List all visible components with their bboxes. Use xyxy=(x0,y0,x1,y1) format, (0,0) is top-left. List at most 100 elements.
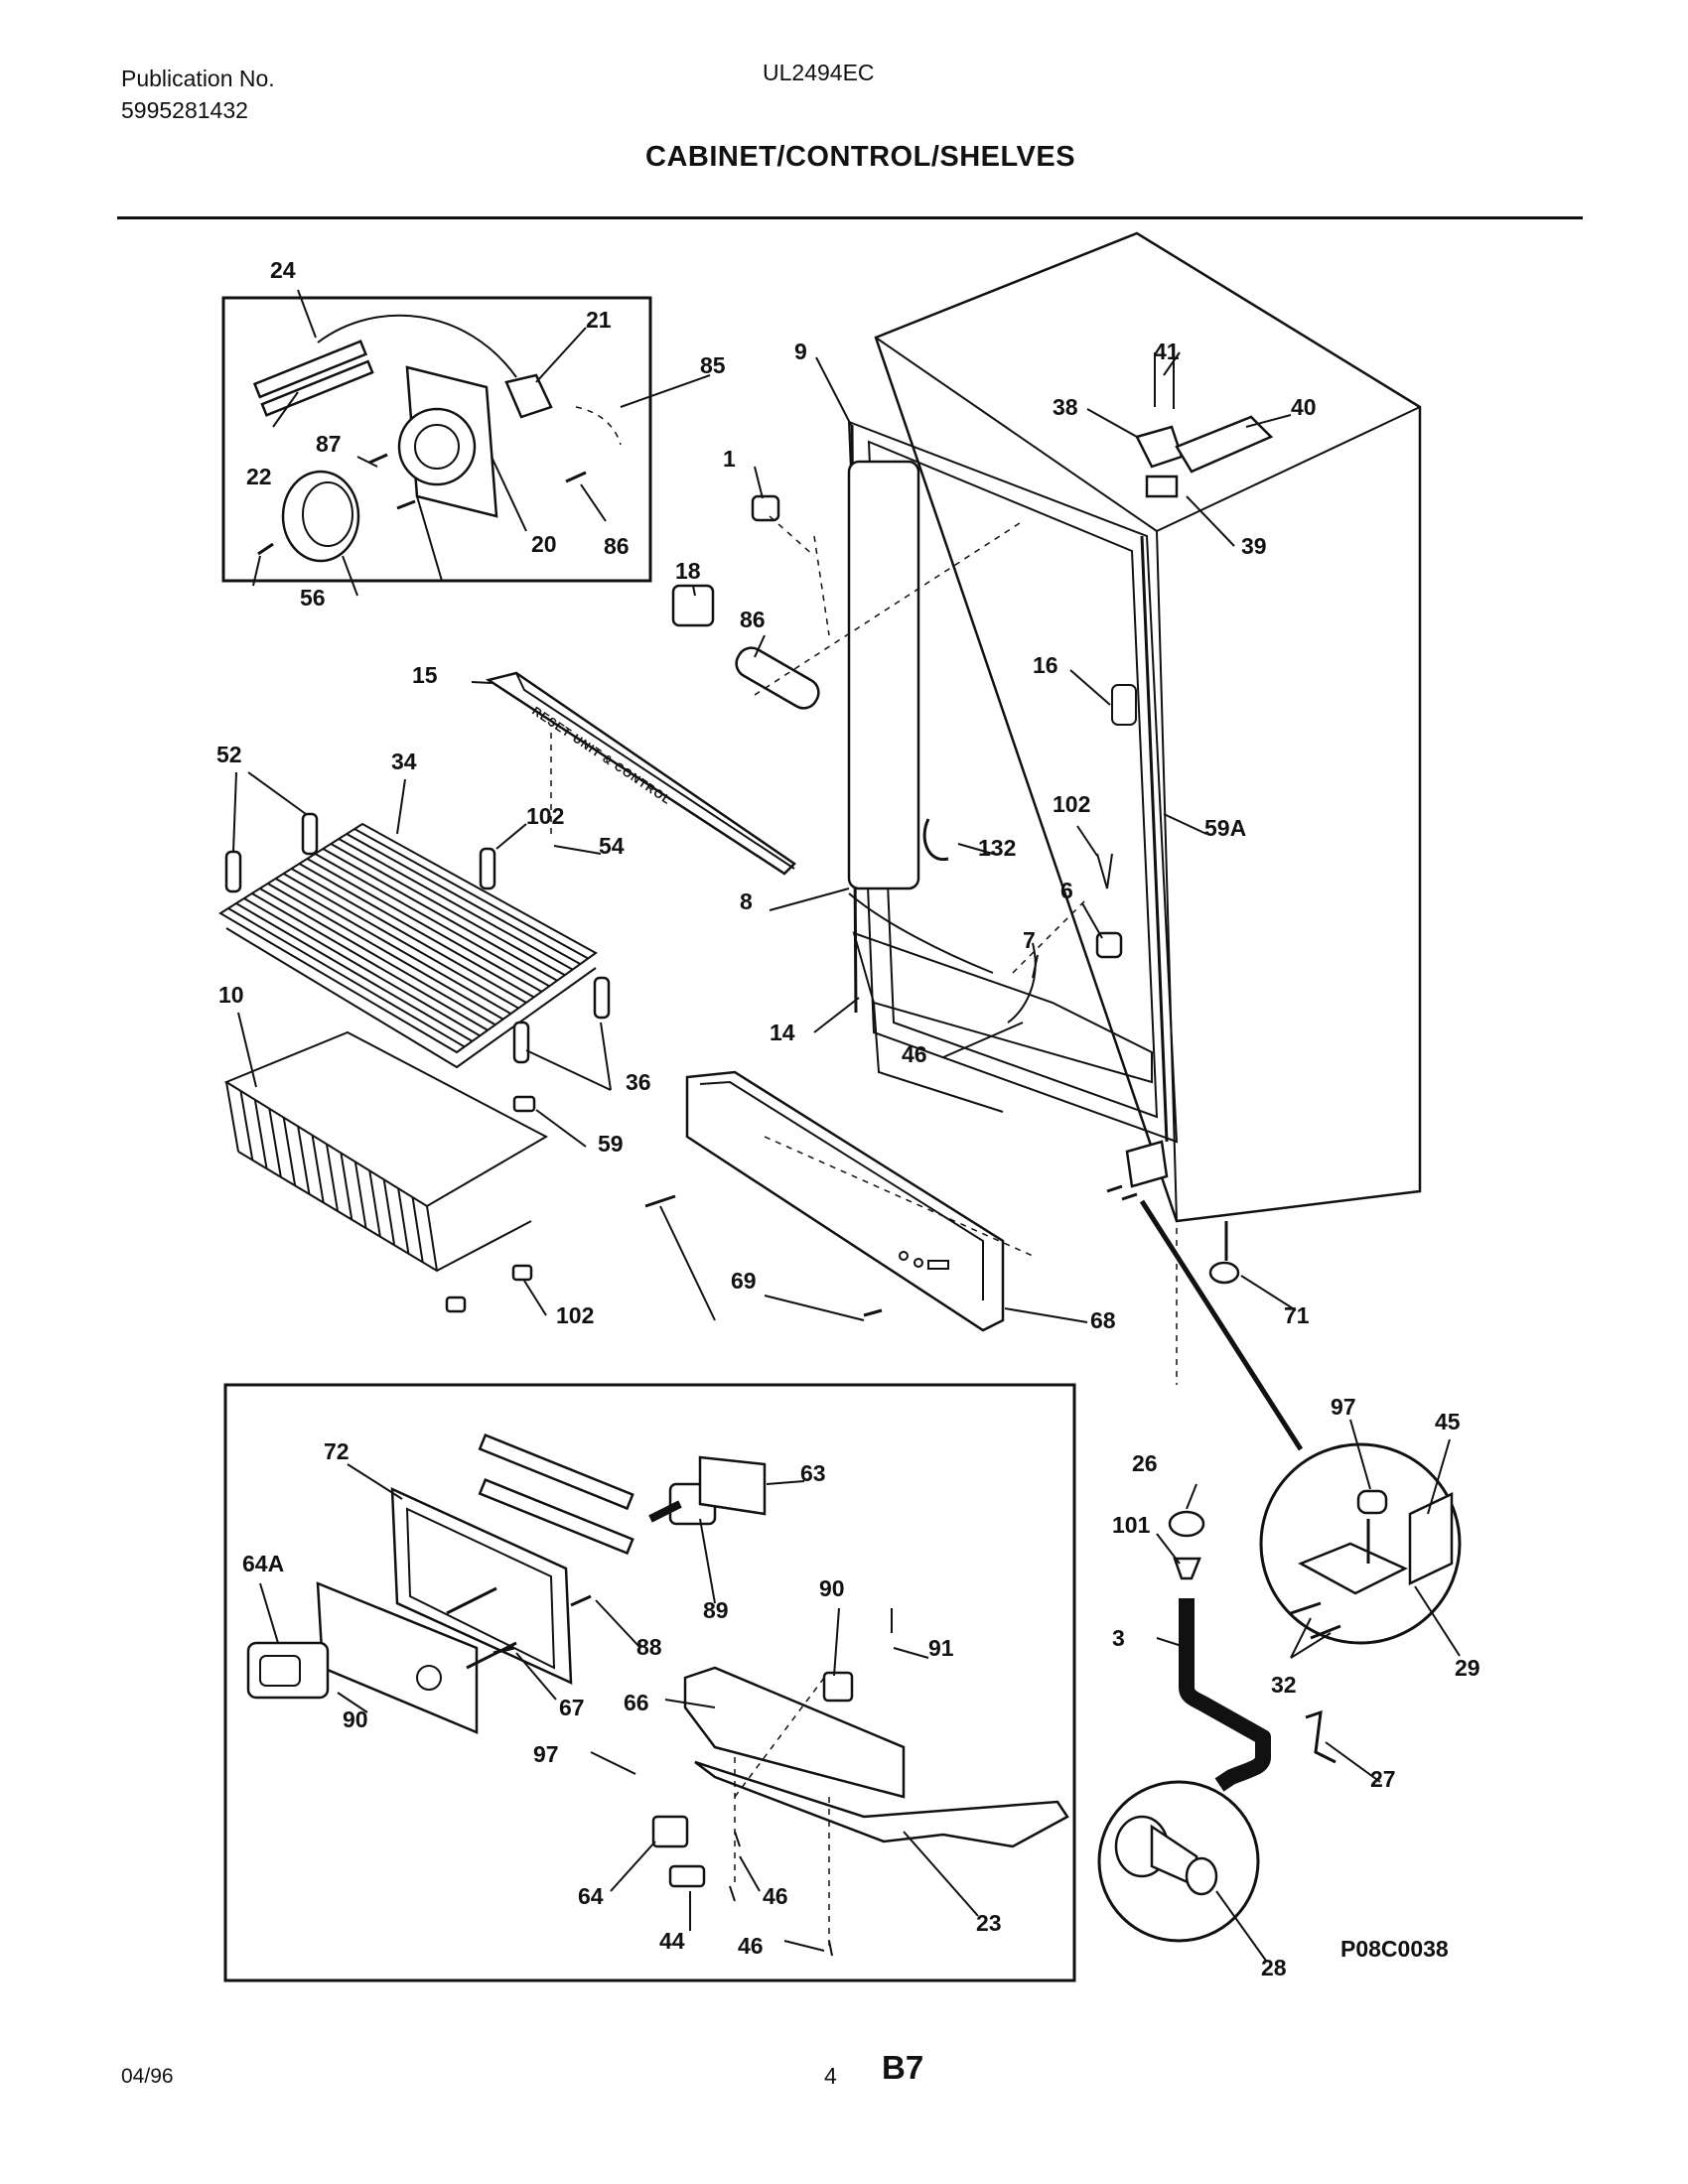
callout-87: 87 xyxy=(316,431,342,457)
shelf-wire xyxy=(330,843,566,977)
callout-18: 18 xyxy=(675,558,701,584)
shelf-wire xyxy=(259,887,496,1026)
callout-20: 20 xyxy=(531,531,557,557)
shelf-wire xyxy=(346,833,581,965)
callout-54: 54 xyxy=(599,833,625,859)
callout-71: 71 xyxy=(1284,1302,1310,1328)
control-inset xyxy=(223,1383,1076,1982)
callout-15: 15 xyxy=(412,662,438,688)
basket-wire xyxy=(311,1135,325,1203)
callout-56: 56 xyxy=(300,585,326,611)
callout-16: 16 xyxy=(1033,652,1058,678)
publication-date: 04/96 xyxy=(121,2065,174,2088)
page-number: 4 xyxy=(824,2063,837,2089)
callout-97: 97 xyxy=(1331,1394,1356,1420)
basket-wire xyxy=(282,1117,297,1186)
callout-10: 10 xyxy=(218,982,244,1008)
callout-102: 102 xyxy=(556,1302,594,1328)
callout-64A: 64A xyxy=(242,1551,284,1576)
callout-69: 69 xyxy=(731,1268,757,1294)
callout-46: 46 xyxy=(763,1883,788,1909)
callout-45: 45 xyxy=(1435,1409,1461,1434)
callout-67: 67 xyxy=(559,1695,585,1720)
callout-40: 40 xyxy=(1291,394,1317,420)
basket-wire xyxy=(382,1179,396,1246)
callout-64: 64 xyxy=(578,1883,604,1909)
shelf-wire xyxy=(251,892,489,1031)
callout-32: 32 xyxy=(1271,1672,1297,1698)
shelf-wire xyxy=(322,848,558,982)
callout-22: 22 xyxy=(246,464,272,489)
callout-85: 85 xyxy=(700,352,726,378)
callout-38: 38 xyxy=(1053,394,1078,420)
callout-132: 132 xyxy=(978,835,1016,861)
shelf-and-basket xyxy=(218,671,796,1316)
shelf-wire xyxy=(227,907,466,1048)
callout-86: 86 xyxy=(740,607,766,632)
callout-21: 21 xyxy=(586,307,612,333)
control-trim xyxy=(644,1070,1088,1332)
basket-wire xyxy=(297,1126,311,1195)
basket-wire xyxy=(225,1081,239,1153)
callout-88: 88 xyxy=(636,1634,662,1660)
shelf-wire xyxy=(235,902,474,1042)
callout-29: 29 xyxy=(1455,1655,1480,1681)
basket-wire xyxy=(239,1090,254,1160)
callout-46: 46 xyxy=(738,1933,764,1959)
fan-assembly-inset xyxy=(221,289,711,597)
callout-52: 52 xyxy=(216,742,242,767)
cabinet xyxy=(671,231,1422,1451)
shelf-wire xyxy=(267,883,504,1021)
basket-wire xyxy=(353,1161,367,1229)
drain-and-hinge-detail xyxy=(1097,1419,1462,1962)
basket-wire xyxy=(326,1144,339,1212)
callout-9: 9 xyxy=(794,339,807,364)
section-code: B7 xyxy=(882,2049,924,2086)
header-divider xyxy=(117,216,1583,219)
shelf-wire xyxy=(306,858,543,993)
shelf-wire xyxy=(314,853,550,988)
callout-41: 41 xyxy=(1154,339,1180,364)
callout-102: 102 xyxy=(526,803,564,829)
callout-102: 102 xyxy=(1053,791,1090,817)
shelf-wire xyxy=(275,878,511,1015)
callout-68: 68 xyxy=(1090,1307,1116,1333)
callout-39: 39 xyxy=(1241,533,1267,559)
callout-1: 1 xyxy=(723,446,736,472)
basket-wire xyxy=(426,1205,438,1272)
callout-59: 59 xyxy=(598,1131,624,1157)
page-title: CABINET/CONTROL/SHELVES xyxy=(645,141,1076,173)
shelf-stamp-text: RESET UNIT & CONTROL xyxy=(529,704,673,807)
basket-wire xyxy=(368,1170,381,1237)
callout-46: 46 xyxy=(902,1041,927,1067)
callout-34: 34 xyxy=(391,749,417,774)
basket-wire xyxy=(253,1099,268,1169)
shelf-wire xyxy=(243,897,481,1037)
callout-59A: 59A xyxy=(1204,815,1246,841)
callout-6: 6 xyxy=(1060,878,1073,903)
callout-8: 8 xyxy=(740,888,753,914)
publication-number: 5995281432 xyxy=(121,97,248,123)
callout-86: 86 xyxy=(604,533,630,559)
callout-63: 63 xyxy=(800,1460,826,1486)
callout-7: 7 xyxy=(1023,927,1036,953)
callout-90: 90 xyxy=(343,1706,368,1732)
callout-90: 90 xyxy=(819,1575,845,1601)
callout-89: 89 xyxy=(703,1597,729,1623)
callout-72: 72 xyxy=(324,1438,350,1464)
callout-3: 3 xyxy=(1112,1625,1125,1651)
basket-wire xyxy=(340,1153,353,1220)
shelf-wire xyxy=(298,863,535,999)
callout-27: 27 xyxy=(1370,1766,1396,1792)
publication-label: Publication No. xyxy=(121,66,275,91)
callout-101: 101 xyxy=(1112,1512,1151,1538)
figure-code: P08C0038 xyxy=(1340,1936,1449,1962)
shelf-wire xyxy=(353,828,589,960)
callout-28: 28 xyxy=(1261,1955,1287,1980)
basket-wire xyxy=(397,1187,410,1255)
callout-97: 97 xyxy=(533,1741,559,1767)
callout-24: 24 xyxy=(270,257,296,283)
callout-14: 14 xyxy=(770,1020,795,1045)
callout-66: 66 xyxy=(624,1690,649,1715)
